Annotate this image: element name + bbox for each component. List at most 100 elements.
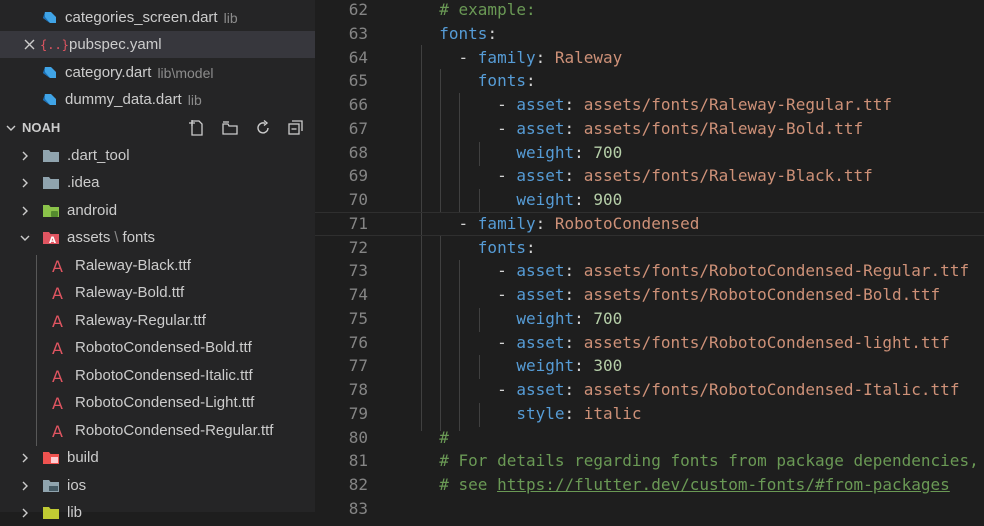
tree-file-font[interactable]: A Raleway-Black.ttf	[0, 252, 315, 279]
tree-file-font[interactable]: A Raleway-Bold.ttf	[0, 279, 315, 306]
code-token: -	[458, 213, 478, 233]
code-line[interactable]: 65 fonts:	[315, 69, 984, 93]
svg-text:A: A	[52, 422, 63, 441]
new-file-icon[interactable]	[186, 117, 208, 139]
close-icon[interactable]	[22, 38, 36, 52]
open-editor-path: lib	[187, 91, 202, 108]
code-token: :	[574, 142, 594, 162]
line-number: 83	[348, 498, 368, 518]
line-content: - asset: assets/fonts/RobotoCondensed-It…	[420, 378, 959, 402]
collapse-all-icon[interactable]	[285, 117, 307, 139]
tree-file-font[interactable]: A RobotoCondensed-Bold.ttf	[0, 334, 315, 361]
line-number: 66	[348, 95, 368, 114]
yaml-file-icon: {..}	[40, 36, 69, 54]
tree-folder-lib[interactable]: lib	[0, 499, 315, 526]
code-token: weight	[516, 356, 575, 376]
code-line[interactable]: 66 - asset: assets/fonts/Raleway-Regular…	[315, 93, 984, 117]
open-editor-categories-screen[interactable]: categories_screen.dart lib	[0, 4, 315, 31]
code-line[interactable]: 81 # For details regarding fonts from pa…	[315, 449, 984, 473]
line-content: fonts:	[420, 236, 536, 260]
code-line[interactable]: 83	[315, 497, 984, 521]
code-token: :	[535, 213, 555, 233]
code-line[interactable]: 82 # see https://flutter.dev/custom-font…	[315, 473, 984, 497]
code-token: -	[458, 47, 478, 67]
svg-text:A: A	[52, 339, 63, 358]
line-content: fonts:	[420, 22, 497, 46]
open-editor-label: categories_screen.dart	[65, 9, 218, 26]
tree-folder-assets-fonts[interactable]: A assets \ fonts	[0, 224, 315, 251]
code-token: :	[574, 190, 594, 209]
code-token: :	[564, 118, 584, 138]
line-number: 65	[348, 71, 368, 91]
tree-file-font[interactable]: A Raleway-Regular.ttf	[0, 307, 315, 334]
tree-label: RobotoCondensed-Bold.ttf	[75, 339, 252, 356]
code-line[interactable]: 75 weight: 700	[315, 307, 984, 331]
code-line[interactable]: 68 weight: 700	[315, 141, 984, 165]
workspace-section-header[interactable]: NOAH	[0, 114, 315, 141]
code-token: weight	[516, 142, 575, 162]
tree-folder-build[interactable]: build	[0, 444, 315, 471]
new-folder-icon[interactable]	[219, 117, 241, 139]
code-token: asset	[516, 95, 565, 114]
code-token: asset	[516, 380, 565, 399]
code-token: family	[477, 47, 536, 67]
ios-folder-icon	[42, 477, 60, 495]
code-line[interactable]: 67 - asset: assets/fonts/Raleway-Bold.tt…	[315, 117, 984, 141]
line-content: - family: Raleway	[420, 46, 623, 70]
code-token: :	[564, 380, 584, 399]
code-line[interactable]: 70 weight: 900	[315, 188, 984, 212]
chevron-right-icon	[18, 204, 32, 218]
tree-label: .dart_tool	[67, 147, 130, 164]
code-line[interactable]: 73 - asset: assets/fonts/RobotoCondensed…	[315, 259, 984, 283]
build-folder-icon	[42, 449, 60, 467]
indent-guide	[440, 236, 441, 431]
tree-file-font[interactable]: A RobotoCondensed-Regular.ttf	[0, 417, 315, 444]
tree-file-font[interactable]: A RobotoCondensed-Light.ttf	[0, 389, 315, 416]
code-line[interactable]: 69 - asset: assets/fonts/Raleway-Black.t…	[315, 164, 984, 188]
code-line[interactable]: 80 #	[315, 426, 984, 450]
line-number: 72	[348, 237, 368, 257]
code-line[interactable]: 74 - asset: assets/fonts/RobotoCondensed…	[315, 283, 984, 307]
code-token: -	[497, 332, 517, 352]
code-line[interactable]: 64 - family: Raleway	[315, 46, 984, 70]
tree-folder-dart-tool[interactable]: .dart_tool	[0, 142, 315, 169]
code-token: assets/fonts/Raleway-Bold.ttf	[583, 118, 864, 138]
open-editor-category[interactable]: category.dart lib\model	[0, 59, 315, 86]
tree-folder-ios[interactable]: ios	[0, 472, 315, 499]
code-token: assets/fonts/RobotoCondensed-Bold.ttf	[583, 285, 941, 304]
tree-file-font[interactable]: A RobotoCondensed-Italic.ttf	[0, 362, 315, 389]
chevron-right-icon	[18, 149, 32, 163]
tree-folder-idea[interactable]: .idea	[0, 169, 315, 196]
refresh-icon[interactable]	[252, 117, 274, 139]
code-token: #	[439, 427, 449, 447]
tree-label: build	[67, 449, 99, 466]
code-line[interactable]: 77 weight: 300	[315, 354, 984, 378]
svg-text:A: A	[52, 312, 63, 331]
code-editor[interactable]: 62 # example:63 fonts:64 - family: Ralew…	[315, 0, 984, 518]
line-content: - asset: assets/fonts/Raleway-Regular.tt…	[420, 93, 892, 117]
tree-folder-android[interactable]: android	[0, 197, 315, 224]
tree-label: .idea	[67, 174, 100, 191]
code-token: assets/fonts/Raleway-Regular.ttf	[583, 95, 893, 114]
code-token: :	[525, 237, 536, 257]
line-content: - family: RobotoCondensed	[420, 213, 700, 235]
code-line[interactable]: 62 # example:	[315, 0, 984, 22]
code-token: Raleway	[554, 47, 623, 67]
code-line[interactable]: 78 - asset: assets/fonts/RobotoCondensed…	[315, 378, 984, 402]
code-line[interactable]: 72 fonts:	[315, 236, 984, 260]
line-content: - asset: assets/fonts/RobotoCondensed-Re…	[420, 259, 969, 283]
code-link[interactable]: https://flutter.dev/custom-fonts/#from-p…	[497, 475, 950, 494]
code-token: asset	[516, 332, 565, 352]
code-line[interactable]: 79 style: italic	[315, 402, 984, 426]
open-editor-dummy-data[interactable]: dummy_data.dart lib	[0, 86, 315, 113]
code-line[interactable]: 76 - asset: assets/fonts/RobotoCondensed…	[315, 331, 984, 355]
indent-guide	[479, 189, 480, 213]
indent-guide	[459, 260, 460, 431]
line-content: style: italic	[420, 402, 641, 426]
code-line[interactable]: 71 - family: RobotoCondensed	[315, 211, 984, 236]
code-line[interactable]: 63 fonts:	[315, 22, 984, 46]
open-editor-pubspec[interactable]: {..} pubspec.yaml	[0, 31, 315, 58]
tree-label: ios	[67, 477, 87, 494]
svg-text:A: A	[52, 367, 63, 386]
line-content: # For details regarding fonts from packa…	[420, 449, 978, 473]
